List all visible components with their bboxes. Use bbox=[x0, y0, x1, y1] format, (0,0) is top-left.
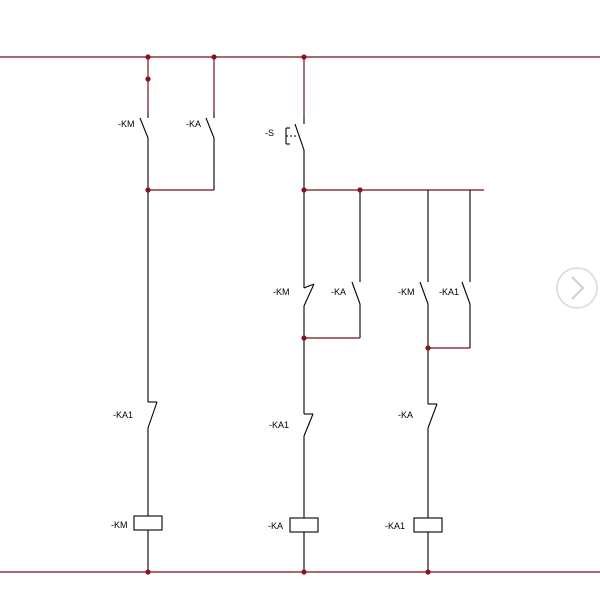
junction-nodes bbox=[145, 54, 431, 575]
node bbox=[145, 54, 151, 60]
node bbox=[145, 569, 151, 575]
node bbox=[301, 569, 307, 575]
node bbox=[145, 76, 151, 82]
label-km-contact-branch2: -KM bbox=[273, 287, 290, 297]
contact-ka-branch2 bbox=[351, 281, 361, 338]
branch-3: -KM -KA1 -KA -KA1 bbox=[385, 190, 471, 572]
branch-2: -S -KM -KA -KA1 -KA bbox=[265, 57, 484, 572]
label-ka1-contact-branch3: -KA1 bbox=[439, 287, 459, 297]
start-switch bbox=[285, 118, 305, 190]
label-ka1-contact-branch2: -KA1 bbox=[269, 420, 289, 430]
contact-km-branch1 bbox=[139, 112, 149, 190]
label-ka-contact-branch2: -KA bbox=[331, 287, 346, 297]
chevron-right-icon bbox=[571, 276, 585, 300]
node bbox=[425, 345, 431, 351]
contact-km-branch3 bbox=[419, 281, 429, 348]
label-ka-contact-branch1: -KA bbox=[186, 119, 201, 129]
contact-ka1-branch3 bbox=[461, 281, 471, 348]
label-km-contact-branch1: -KM bbox=[118, 119, 135, 129]
label-coil-ka1: -KA1 bbox=[385, 521, 405, 531]
contact-ka1-branch2 bbox=[303, 413, 314, 518]
node bbox=[301, 187, 307, 193]
node bbox=[357, 187, 363, 193]
contact-km-branch2 bbox=[303, 283, 315, 338]
branch-1: -KM -KA -KA1 -KM bbox=[111, 57, 215, 572]
label-ka1-contact-branch1: -KA1 bbox=[113, 410, 133, 420]
node bbox=[301, 335, 307, 341]
node bbox=[425, 569, 431, 575]
label-km-contact-branch3: -KM bbox=[398, 287, 415, 297]
label-coil-ka: -KA bbox=[268, 521, 283, 531]
coil-km bbox=[133, 515, 163, 531]
label-start-switch: -S bbox=[265, 128, 274, 138]
node bbox=[145, 187, 151, 193]
label-coil-km: -KM bbox=[111, 520, 128, 530]
coil-ka bbox=[289, 517, 319, 533]
contact-ka1-branch1 bbox=[147, 401, 158, 516]
label-ka-contact-branch3: -KA bbox=[398, 410, 413, 420]
contact-ka-branch1 bbox=[205, 112, 215, 190]
next-button[interactable] bbox=[556, 267, 598, 309]
contact-ka-branch3 bbox=[427, 403, 438, 518]
node bbox=[301, 54, 307, 60]
node bbox=[211, 54, 217, 60]
coil-ka1 bbox=[413, 517, 443, 533]
